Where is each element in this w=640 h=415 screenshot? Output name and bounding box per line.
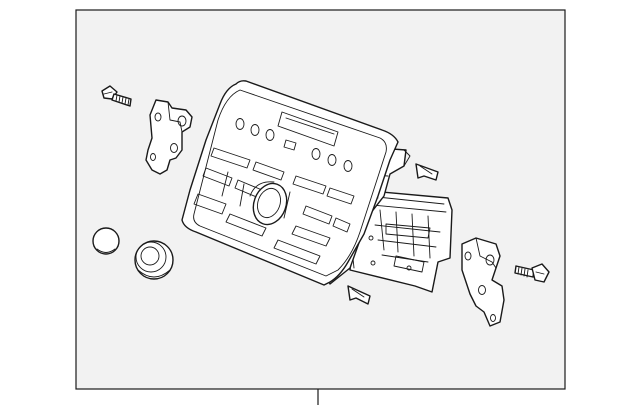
radio-head-unit	[181, 80, 453, 293]
knob-cap	[92, 227, 120, 255]
left-mounting-bracket	[145, 99, 193, 175]
right-mounting-bracket	[461, 237, 505, 327]
lower-clip	[347, 285, 371, 305]
right-bolt	[514, 263, 550, 283]
left-bolt	[101, 85, 132, 107]
volume-knob	[134, 240, 174, 280]
upper-clip	[415, 163, 439, 181]
